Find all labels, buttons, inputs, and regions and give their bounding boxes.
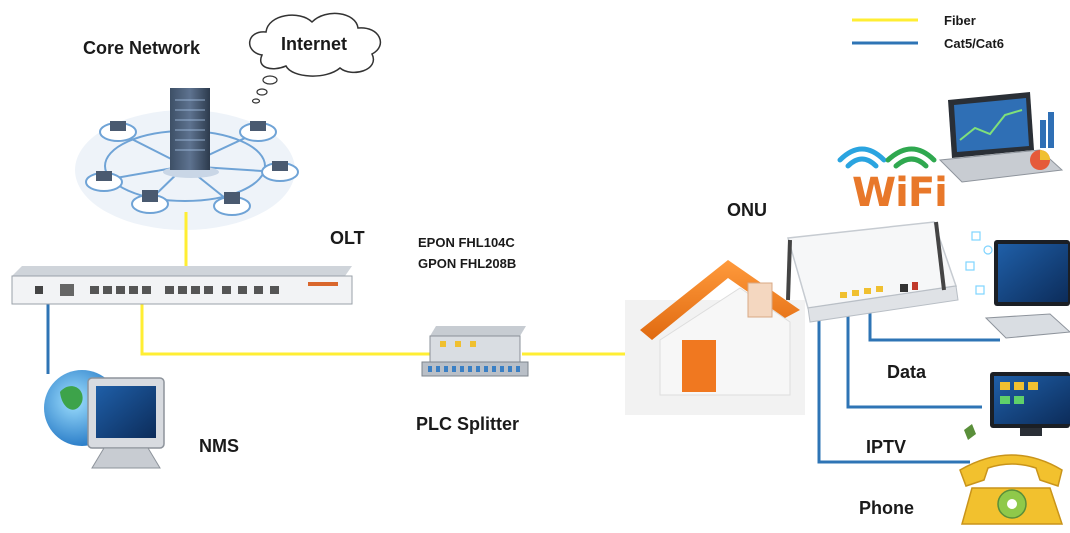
olt-label: OLT <box>330 228 365 248</box>
laptop-icon <box>261 161 299 182</box>
laptop-icon <box>99 121 137 142</box>
laptop-icon <box>938 92 1064 183</box>
olt-model-epon: EPON FHL104C <box>418 235 515 250</box>
laptop-icon <box>213 192 251 216</box>
pc-monitor-icon <box>965 231 1070 339</box>
telephone-icon <box>959 454 1064 525</box>
splitter-label: PLC Splitter <box>416 414 520 434</box>
olt-device-icon <box>11 266 353 305</box>
wifi-icon <box>837 146 937 169</box>
laptop-icon <box>239 121 277 142</box>
internet-label: Internet <box>281 34 348 54</box>
pc-monitor-icon <box>44 370 165 469</box>
phone-label: Phone <box>859 498 915 518</box>
core-network-label: Core Network <box>83 38 201 58</box>
nms-label: NMS <box>199 436 239 456</box>
server-icon <box>163 88 219 178</box>
onu-label: ONU <box>727 200 767 220</box>
legend <box>852 18 918 45</box>
olt-model-gpon: GPON FHL208B <box>418 256 517 271</box>
laptop-icon <box>131 190 169 214</box>
legend-fiber-label: Fiber <box>944 13 976 28</box>
wifi-logo-text: WiFi <box>852 170 948 216</box>
core-network-cluster <box>75 88 299 230</box>
legend-cat-label: Cat5/Cat6 <box>944 36 1004 51</box>
cloud-icon <box>249 12 382 104</box>
house-icon <box>625 260 805 415</box>
smart-tv-icon <box>964 372 1070 440</box>
iptv-label: IPTV <box>866 437 907 457</box>
copper-cables <box>46 298 1000 464</box>
splitter-box-icon <box>421 326 529 377</box>
laptop-icon <box>85 171 123 192</box>
onu-router-icon <box>786 221 959 323</box>
data-label: Data <box>887 362 927 382</box>
